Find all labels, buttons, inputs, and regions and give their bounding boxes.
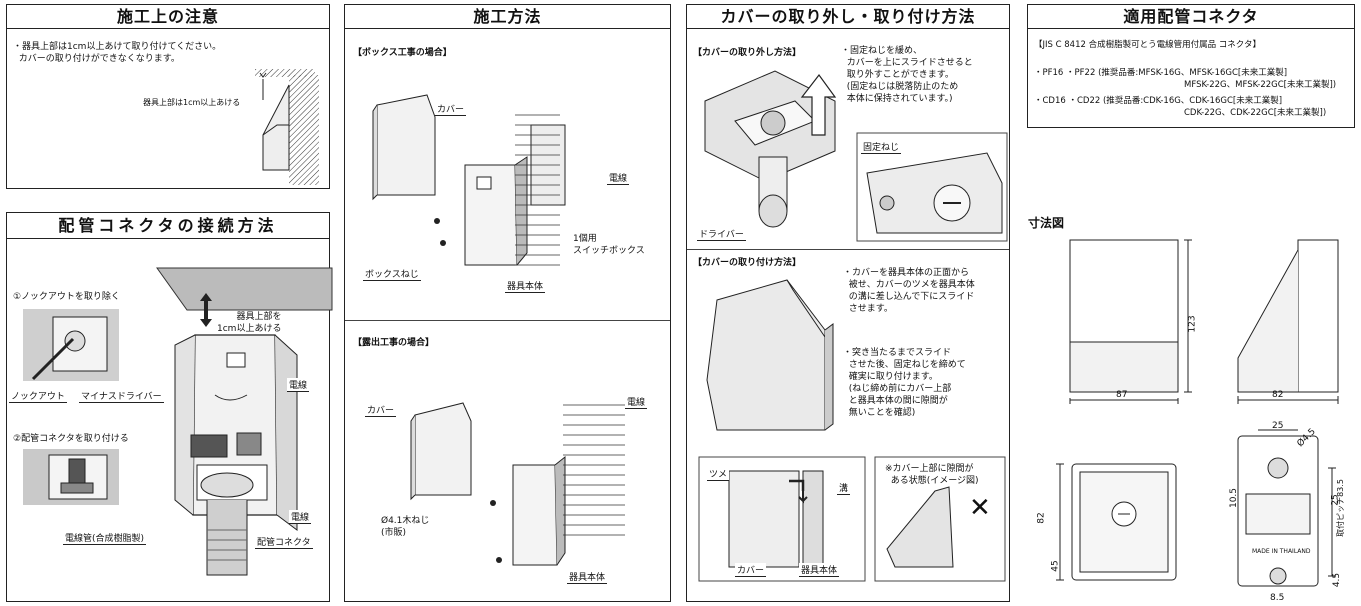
connector-step2: ②配管コネクタを取り付ける [13,434,129,444]
dim-10-5: 10.5 [1229,487,1240,509]
cover-panel: カバーの取り外し・取り付け方法 【カバーの取り外し方法】 ・固定ねじを緩め、 カ… [686,4,1010,602]
applicable-panel: 適用配管コネクタ 【JIS C 8412 合成樹脂製可とう電線管用付属品 コネク… [1027,4,1355,128]
box-screw-label: ボックスねじ [363,267,421,281]
cd-line-1: ・CD16 ・CD22 (推奨品番:CDK-16G、CDK-16GC[未来工業製… [1034,96,1283,106]
caution-dim-label: 器具上部は1cm以上あける [143,98,241,107]
dim-45: 45 [1050,560,1061,572]
caution-diagram [255,69,319,185]
cover-label-detail: カバー [735,563,767,577]
pipe-connector-label: 配管コネクタ [255,535,313,549]
remove-text: ・固定ねじを緩め、 カバーを上にスライドさせると 取り外すことができます。 (固… [841,46,973,104]
remove-diagram [704,70,836,228]
standard-line: 【JIS C 8412 合成樹脂製可とう電線管用付属品 コネクタ】 [1034,40,1261,50]
gap-arrow [200,293,212,327]
fix-screw-label: 固定ねじ [861,140,902,154]
attach-header: 【カバーの取り付け方法】 [693,258,802,268]
top-gap-label: 器具上部を 1cm以上あける [217,312,282,334]
cover-label-2: カバー [365,403,397,417]
wood-screw-label: Ø4.1木ねじ (市販) [381,516,430,538]
wire-label: 電線 [287,378,310,392]
front-view [1069,239,1192,404]
dim-8-5: 8.5 [1270,593,1285,603]
dimensions-title: 寸法図 [1028,216,1065,230]
wire-label-exposed: 電線 [625,395,648,409]
connector-title: 配管コネクタの接続方法 [7,213,329,239]
exposed-work-diagram [410,402,625,566]
connector-step1: ①ノックアウトを取り除く [13,292,120,302]
body-label-detail: 器具本体 [799,563,840,577]
fixture-body [174,334,298,576]
remove-arrow [800,73,837,136]
x-mark: ✕ [969,493,991,523]
dim-82-top: 82 [1036,512,1047,524]
pf-line-1: ・PF16 ・PF22 (推奨品番:MFSK-16G、MFSK-16GC[未来工… [1034,68,1288,78]
divider-cover [687,249,1009,250]
caution-panel: 施工上の注意 ・器具上部は1cm以上あけて取り付けてください。 カバーの取り付け… [6,4,330,189]
connector-panel: 配管コネクタの接続方法 ①ノックアウトを取り除く ノックアウト マイナスドライバ… [6,212,333,602]
groove-label: 溝 [837,481,851,495]
divider [345,320,670,321]
body-label-2: 器具本体 [567,570,608,584]
caution-title: 施工上の注意 [7,5,329,29]
tab-detail [698,456,866,582]
dim-4-5: 4.5 [1332,572,1343,588]
caution-bullet: ・器具上部は1cm以上あけて取り付けてください。 カバーの取り付けができなくなり… [13,42,222,64]
attach-text-1: ・カバーを器具本体の正面から 被せ、カバーのツメを器具本体 の溝に差し込んで下に… [843,268,975,314]
wire-label-box: 電線 [607,171,630,185]
wire-label-2: 電線 [289,510,312,524]
applicable-title: 適用配管コネクタ [1028,5,1354,29]
dim-pitch: 取付ピッチ83.5 [1335,479,1345,537]
dim-123: 123 [1187,315,1198,333]
cover-label: カバー [435,102,467,116]
knockout-sketch [31,316,108,381]
box-work-header: 【ボックス工事の場合】 [353,48,452,58]
switch-box-label: 1個用 スイッチボックス [573,234,645,256]
box-work-diagram [372,94,566,266]
tab-label: ツメ [707,467,730,481]
knockout-label: ノックアウト [9,389,67,403]
attach-text-2: ・突き当たるまでスライド させた後、固定ねじを締めて 確実に取り付けます。 (ね… [843,348,966,418]
gap-image [874,456,1006,582]
exposed-work-header: 【露出工事の場合】 [353,338,435,348]
remove-header: 【カバーの取り外し方法】 [693,48,802,58]
cover-title: カバーの取り外し・取り付け方法 [687,5,1009,29]
pf-line-2: MFSK-22G、MFSK-22GC[未来工業製]) [1184,80,1337,90]
dim-82-side: 82 [1272,390,1284,400]
made-in-label: MADE IN THAILAND [1252,548,1311,555]
dim-25-top: 25 [1272,421,1284,431]
cd-line-2: CDK-22G、CDK-22GC[未来工業製]) [1184,108,1327,118]
attach-diagram [706,279,834,431]
top-view [1056,463,1177,581]
body-label: 器具本体 [505,279,546,293]
driver-label: マイナスドライバー [79,389,164,403]
ceiling [156,267,333,311]
driver-label-cover: ドライバー [697,227,746,241]
method-title: 施工方法 [345,5,670,29]
side-view [1237,239,1339,404]
connector-sketch [48,454,108,500]
back-view [1237,429,1336,587]
dim-87: 87 [1116,390,1128,400]
method-panel: 施工方法 【ボックス工事の場合】 カバー 電線 1個用 スイッチボックス ボック… [344,4,671,602]
gap-note: ※カバー上部に隙間が ある状態(イメージ図) [885,464,979,486]
conduit-label: 電線管(合成樹脂製) [63,531,147,545]
